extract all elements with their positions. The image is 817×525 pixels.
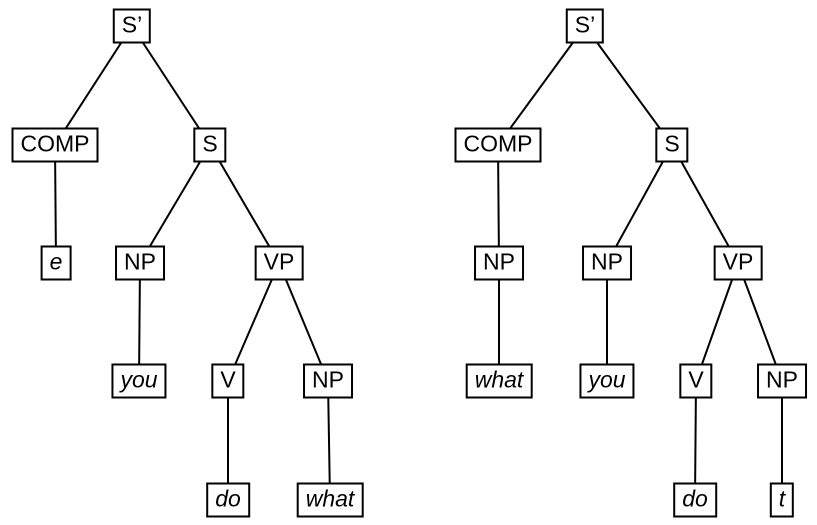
tree-node-left-tree-comp: COMP [11, 127, 99, 163]
tree-node-left-tree-e: e [40, 245, 72, 281]
tree-node-left-tree-s: S [193, 127, 227, 163]
tree-node-left-tree-np2: NP [303, 363, 353, 399]
tree-edge-right-tree-sbar-s [584, 25, 673, 146]
tree-node-right-tree-np2: NP [582, 245, 632, 281]
tree-edge-left-tree-np2-what [327, 380, 331, 501]
tree-node-left-tree-vp: VP [254, 245, 304, 281]
tree-edge-left-tree-sbar-s [131, 25, 211, 146]
tree-node-right-tree-s: S [655, 127, 689, 163]
tree-edge-left-tree-sbar-comp [54, 25, 133, 146]
tree-node-right-tree-np1: NP [474, 245, 524, 281]
tree-node-left-tree-v: V [211, 363, 245, 399]
tree-edge-right-tree-sbar-comp [497, 25, 586, 146]
tree-node-right-tree-you: you [579, 363, 635, 399]
tree-edge-right-tree-vp-v [695, 262, 739, 382]
tree-edge-right-tree-vp-np3 [737, 262, 783, 382]
tree-node-right-tree-vp: VP [713, 245, 763, 281]
tree-node-right-tree-t: t [769, 482, 795, 518]
tree-node-left-tree-np1: NP [115, 245, 165, 281]
tree-edge-right-tree-s-vp [671, 144, 739, 264]
tree-node-right-tree-v: V [679, 363, 713, 399]
tree-node-right-tree-comp: COMP [454, 127, 542, 163]
tree-edge-left-tree-vp-np2 [278, 262, 329, 382]
tree-edge-left-tree-vp-v [227, 262, 280, 382]
tree-node-left-tree-you: you [111, 363, 167, 399]
tree-edge-right-tree-comp-np1 [497, 144, 500, 264]
tree-edge-left-tree-np1-you [138, 262, 141, 382]
tree-edge-left-tree-comp-e [54, 144, 57, 264]
tree-node-right-tree-do: do [673, 482, 717, 518]
tree-node-right-tree-np3: NP [757, 363, 807, 399]
tree-edge-left-tree-s-np1 [139, 144, 211, 264]
tree-node-right-tree-sbar: S’ [565, 8, 605, 44]
tree-edge-left-tree-s-vp [209, 144, 280, 264]
tree-edge-right-tree-s-np2 [606, 144, 673, 264]
tree-edge-right-tree-v-do [694, 380, 697, 501]
tree-node-right-tree-what: what [465, 363, 533, 399]
tree-node-left-tree-do: do [206, 482, 250, 518]
tree-node-left-tree-sbar: S’ [112, 8, 152, 44]
tree-node-left-tree-what: what [296, 482, 364, 518]
